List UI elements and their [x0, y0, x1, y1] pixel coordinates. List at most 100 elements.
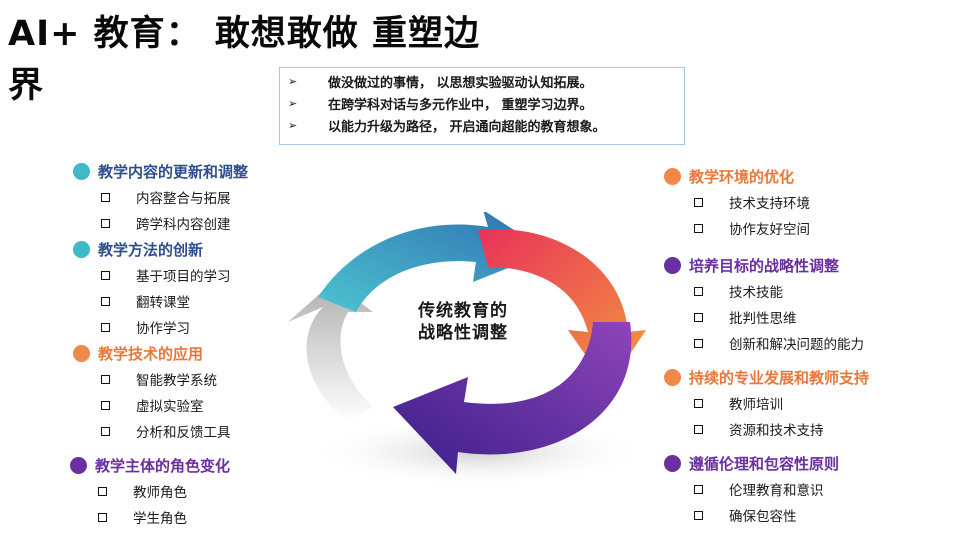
item-label: 基于项目的学习 — [136, 265, 231, 285]
section-title: 遵循伦理和包容性原则 — [689, 453, 839, 474]
section-header: 持续的专业发展和教师支持 — [664, 364, 869, 390]
circle-bullet-icon — [664, 455, 681, 472]
section-content-update: 教学内容的更新和调整 内容整合与拓展 跨学科内容创建 — [73, 158, 248, 236]
list-item: 虚拟实验室 — [73, 392, 231, 418]
item-label: 技术技能 — [729, 281, 783, 301]
square-bullet-icon — [694, 287, 703, 296]
callout-text: 做没做过的事情， 以思想实验驱动认知拓展。 — [328, 72, 593, 91]
list-item: 伦理教育和意识 — [664, 476, 839, 502]
callout-text: 以能力升级为路径， 开启通向超能的教育想象。 — [328, 116, 606, 135]
circle-bullet-icon — [73, 241, 90, 258]
item-label: 跨学科内容创建 — [136, 213, 231, 233]
square-bullet-icon — [694, 399, 703, 408]
circle-bullet-icon — [73, 345, 90, 362]
center-line-2: 战略性调整 — [383, 322, 543, 344]
square-bullet-icon — [101, 427, 110, 436]
square-bullet-icon — [694, 511, 703, 520]
square-bullet-icon — [694, 224, 703, 233]
cycle-arrows-diagram — [278, 212, 658, 492]
callout-row: ➢ 在跨学科对话与多元作业中， 重塑学习边界。 — [288, 94, 674, 116]
item-label: 学生角色 — [133, 507, 187, 527]
arrow-bullet-icon: ➢ — [288, 94, 328, 110]
square-bullet-icon — [101, 271, 110, 280]
section-header: 培养目标的战略性调整 — [664, 252, 864, 278]
circle-bullet-icon — [664, 257, 681, 274]
circle-bullet-icon — [70, 457, 87, 474]
list-item: 教师角色 — [70, 478, 230, 504]
list-item: 教师培训 — [664, 390, 869, 416]
list-item: 协作学习 — [73, 314, 231, 340]
section-title: 持续的专业发展和教师支持 — [689, 367, 869, 388]
list-item: 基于项目的学习 — [73, 262, 231, 288]
section-title: 培养目标的战略性调整 — [689, 255, 839, 276]
square-bullet-icon — [694, 313, 703, 322]
section-ethics-inclusion: 遵循伦理和包容性原则 伦理教育和意识 确保包容性 — [664, 450, 839, 528]
section-technology-application: 教学技术的应用 智能教学系统 虚拟实验室 分析和反馈工具 — [73, 340, 231, 444]
list-item: 智能教学系统 — [73, 366, 231, 392]
section-title: 教学方法的创新 — [98, 239, 203, 260]
square-bullet-icon — [98, 487, 107, 496]
section-header: 教学技术的应用 — [73, 340, 231, 366]
arrow-bullet-icon: ➢ — [288, 116, 328, 132]
circle-bullet-icon — [664, 369, 681, 386]
callout-row: ➢ 做没做过的事情， 以思想实验驱动认知拓展。 — [288, 72, 674, 94]
list-item: 确保包容性 — [664, 502, 839, 528]
item-label: 创新和解决问题的能力 — [729, 333, 864, 353]
item-label: 分析和反馈工具 — [136, 421, 231, 441]
list-item: 技术支持环境 — [664, 189, 810, 215]
item-label: 智能教学系统 — [136, 369, 217, 389]
square-bullet-icon — [694, 198, 703, 207]
arrow-bullet-icon: ➢ — [288, 72, 328, 88]
square-bullet-icon — [101, 219, 110, 228]
square-bullet-icon — [101, 323, 110, 332]
item-label: 资源和技术支持 — [729, 419, 824, 439]
list-item: 跨学科内容创建 — [73, 210, 248, 236]
section-title: 教学技术的应用 — [98, 343, 203, 364]
cycle-center-label: 传统教育的 战略性调整 — [383, 300, 543, 344]
section-header: 教学方法的创新 — [73, 236, 231, 262]
list-item: 批判性思维 — [664, 304, 864, 330]
section-title: 教学主体的角色变化 — [95, 455, 230, 476]
square-bullet-icon — [694, 485, 703, 494]
item-label: 确保包容性 — [729, 505, 797, 525]
square-bullet-icon — [101, 193, 110, 202]
square-bullet-icon — [101, 401, 110, 410]
item-label: 教师培训 — [729, 393, 783, 413]
list-item: 资源和技术支持 — [664, 416, 869, 442]
section-title: 教学内容的更新和调整 — [98, 161, 248, 182]
list-item: 内容整合与拓展 — [73, 184, 248, 210]
callout-box: ➢ 做没做过的事情， 以思想实验驱动认知拓展。 ➢ 在跨学科对话与多元作业中， … — [279, 67, 685, 145]
square-bullet-icon — [98, 513, 107, 522]
list-item: 技术技能 — [664, 278, 864, 304]
item-label: 协作友好空间 — [729, 218, 810, 238]
section-title: 教学环境的优化 — [689, 166, 794, 187]
list-item: 协作友好空间 — [664, 215, 810, 241]
item-label: 内容整合与拓展 — [136, 187, 231, 207]
section-header: 教学环境的优化 — [664, 163, 810, 189]
square-bullet-icon — [101, 375, 110, 384]
section-method-innovation: 教学方法的创新 基于项目的学习 翻转课堂 协作学习 — [73, 236, 231, 340]
item-label: 协作学习 — [136, 317, 190, 337]
list-item: 分析和反馈工具 — [73, 418, 231, 444]
item-label: 批判性思维 — [729, 307, 797, 327]
square-bullet-icon — [694, 425, 703, 434]
list-item: 翻转课堂 — [73, 288, 231, 314]
circle-bullet-icon — [664, 168, 681, 185]
square-bullet-icon — [101, 297, 110, 306]
section-role-change: 教学主体的角色变化 教师角色 学生角色 — [70, 452, 230, 530]
section-professional-development: 持续的专业发展和教师支持 教师培训 资源和技术支持 — [664, 364, 869, 442]
circle-bullet-icon — [73, 163, 90, 180]
center-line-1: 传统教育的 — [383, 300, 543, 322]
list-item: 创新和解决问题的能力 — [664, 330, 864, 356]
section-header: 遵循伦理和包容性原则 — [664, 450, 839, 476]
section-goal-adjustment: 培养目标的战略性调整 技术技能 批判性思维 创新和解决问题的能力 — [664, 252, 864, 356]
section-header: 教学内容的更新和调整 — [73, 158, 248, 184]
square-bullet-icon — [694, 339, 703, 348]
item-label: 虚拟实验室 — [136, 395, 204, 415]
list-item: 学生角色 — [70, 504, 230, 530]
callout-row: ➢ 以能力升级为路径， 开启通向超能的教育想象。 — [288, 116, 674, 138]
section-header: 教学主体的角色变化 — [70, 452, 230, 478]
section-environment-optimization: 教学环境的优化 技术支持环境 协作友好空间 — [664, 163, 810, 241]
item-label: 翻转课堂 — [136, 291, 190, 311]
item-label: 教师角色 — [133, 481, 187, 501]
